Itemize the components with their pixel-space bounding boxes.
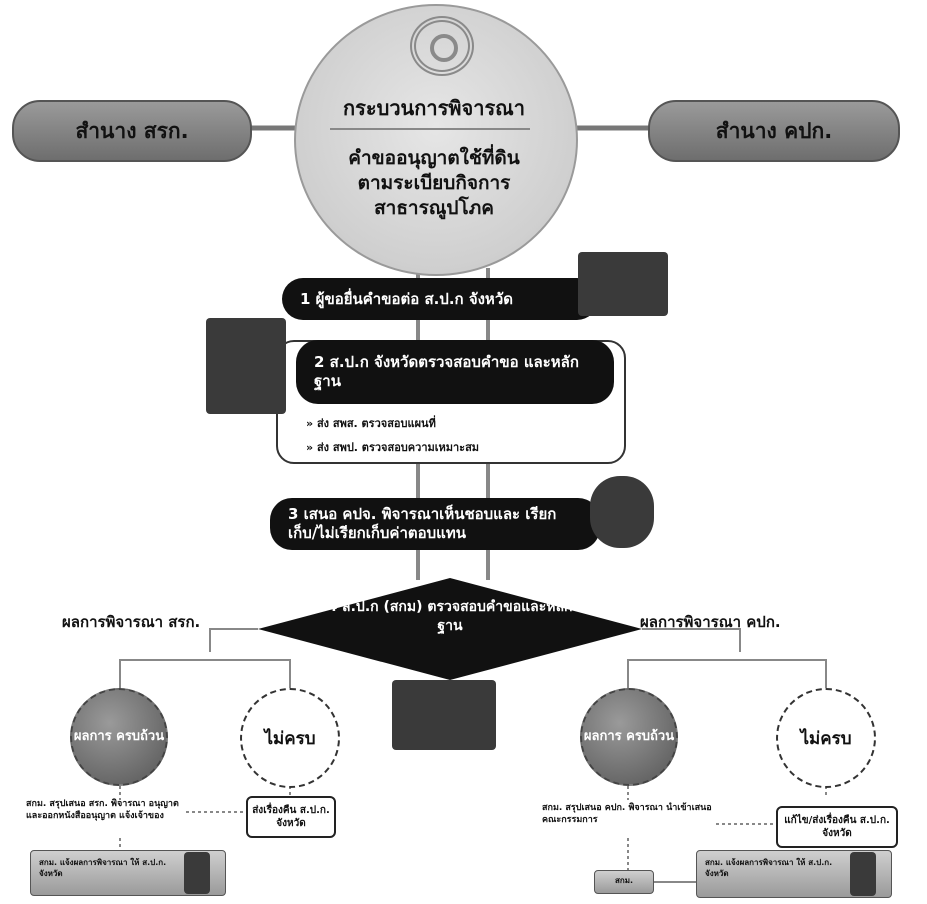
left-final-label: สกม. แจ้งผลการพิจารณา ให้ ส.ป.ก. จังหวัด: [39, 858, 167, 878]
right-office-pill: สำนาง คปก.: [648, 100, 900, 162]
left-incomplete-circle: ไม่ครบ: [240, 688, 340, 788]
step4-diamond: [258, 578, 642, 680]
left-office-label: สำนาง สรก.: [75, 118, 189, 143]
meeting-illustration: [590, 476, 654, 548]
left-return-box: ส่งเรื่องคืน ส.ป.ก. จังหวัด: [246, 796, 336, 838]
step2-item-2: » ส่ง สพป. ตรวจสอบความเหมาะสม: [306, 441, 480, 454]
right-final-label: สกม. แจ้งผลการพิจารณา ให้ ส.ป.ก. จังหวัด: [705, 858, 833, 878]
step1-pill: 1 ผู้ขอยื่นคำขอต่อ ส.ป.ก จังหวัด: [282, 278, 598, 320]
header-circle: [294, 4, 578, 276]
left-office-pill: สำนาง สรก.: [12, 100, 252, 162]
left-return-label: ส่งเรื่องคืน ส.ป.ก. จังหวัด: [252, 805, 330, 829]
title-divider: [330, 128, 530, 130]
step2-item-1: » ส่ง สพส. ตรวจสอบแผนที่: [306, 417, 436, 430]
left-note: สกม. สรุปเสนอ สรก. พิจารณา อนุญาตและออกห…: [26, 799, 179, 821]
step4-label: 4 ส.ป.ก (สกม) ตรวจสอบคำขอและหลักฐาน: [327, 599, 573, 634]
step2-label: 2 ส.ป.ก จังหวัดตรวจสอบคำขอ และหลักฐาน: [314, 353, 579, 390]
left-complete-label: ผลการ ครบถ้วน: [73, 729, 165, 744]
left-complete-circle: ผลการ ครบถ้วน: [70, 688, 168, 786]
left-person-icon: [184, 852, 210, 894]
subtitle-line-3: สาธารณูปโภค: [374, 197, 494, 219]
subtitle-line-2: ตามระเบียบกิจการ: [357, 172, 511, 194]
step2-pill: 2 ส.ป.ก จังหวัดตรวจสอบคำขอ และหลักฐาน: [296, 340, 614, 404]
right-person-icon: [850, 852, 876, 896]
right-return-box: แก้ไข/ส่งเรื่องคืน ส.ป.ก. จังหวัด: [776, 806, 898, 848]
subtitle-line-1: คำขออนุญาตใช้ที่ดิน: [348, 147, 520, 169]
right-note: สกม. สรุปเสนอ คปก. พิจารณา นำเข้าเสนอคณะ…: [542, 803, 712, 825]
step2-item-2-text: ส่ง สพป. ตรวจสอบความเหมาะสม: [316, 441, 480, 454]
counter-illustration: [578, 252, 668, 316]
desk-illustration: [392, 680, 496, 750]
step2-item-1-text: ส่ง สพส. ตรวจสอบแผนที่: [316, 417, 436, 430]
process-title: กระบวนการพิจารณา: [343, 96, 525, 120]
right-complete-circle: ผลการ ครบถ้วน: [580, 688, 678, 786]
right-small-label: สกม.: [614, 876, 634, 885]
right-incomplete-circle: ไม่ครบ: [776, 688, 876, 788]
step3-pill: 3 เสนอ คปจ. พิจารณาเห็นชอบและ เรียกเก็บ/…: [270, 498, 600, 550]
right-result-label: ผลการพิจารณา คปก.: [640, 613, 781, 631]
step3-label: 3 เสนอ คปจ. พิจารณาเห็นชอบและ เรียกเก็บ/…: [288, 505, 557, 542]
right-complete-label: ผลการ ครบถ้วน: [583, 729, 675, 744]
left-result-label: ผลการพิจารณา สรก.: [62, 613, 201, 631]
right-small-box: สกม.: [594, 870, 654, 894]
step1-label: 1 ผู้ขอยื่นคำขอต่อ ส.ป.ก จังหวัด: [300, 289, 513, 308]
logo-icon: [410, 16, 474, 76]
officer-illustration: [206, 318, 286, 414]
left-incomplete-label: ไม่ครบ: [264, 728, 316, 749]
right-office-label: สำนาง คปก.: [715, 118, 833, 143]
right-incomplete-label: ไม่ครบ: [800, 728, 852, 749]
right-return-label: แก้ไข/ส่งเรื่องคืน ส.ป.ก. จังหวัด: [784, 815, 890, 839]
